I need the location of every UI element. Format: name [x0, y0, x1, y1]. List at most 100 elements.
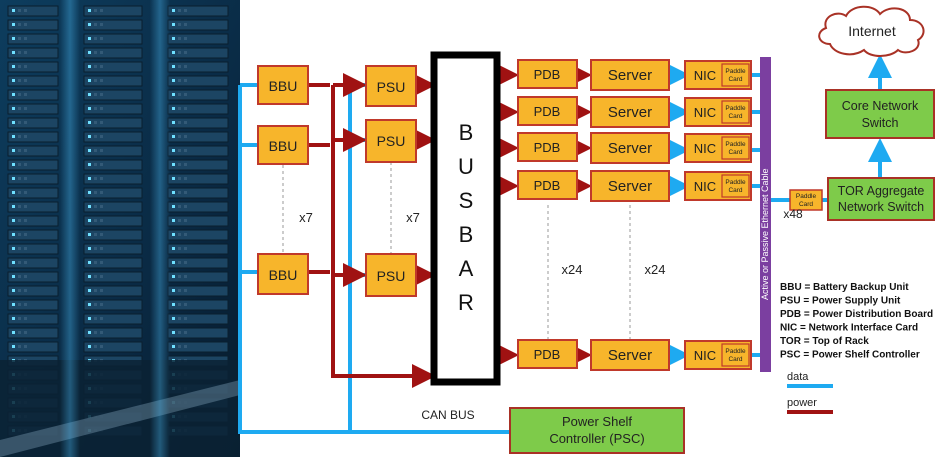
rack-led [184, 79, 187, 82]
rack-led [24, 79, 27, 82]
rack-led [184, 135, 187, 138]
rack-led [100, 289, 103, 292]
rack-led [24, 247, 27, 250]
pdb-label: PDB [534, 67, 561, 82]
rack-led [172, 37, 175, 40]
paddle-card-line2: Card [728, 356, 742, 363]
rack-led [100, 331, 103, 334]
rack-led [172, 275, 175, 278]
bbu-box: BBU [257, 65, 309, 105]
rack-unit [7, 201, 59, 213]
rack-led [100, 275, 103, 278]
rack-unit [83, 187, 143, 199]
rack-led [94, 247, 97, 250]
rack-led [172, 191, 175, 194]
rack-led [12, 177, 15, 180]
psu-box: PSU [365, 119, 417, 163]
rack-unit [7, 61, 59, 73]
rack-unit [83, 299, 143, 311]
ethernet-cable-bar: Active or Passive Ethernet Cable [760, 57, 771, 372]
rack-led [100, 345, 103, 348]
tor-switch-line2: Network Switch [838, 200, 924, 214]
rack-led [100, 9, 103, 12]
legend-definition: PSU = Power Supply Unit [780, 296, 901, 307]
rack-led [24, 219, 27, 222]
rack-led [100, 149, 103, 152]
rack-led [18, 317, 21, 320]
rack-led [172, 317, 175, 320]
rack-led [94, 303, 97, 306]
rack-led [178, 233, 181, 236]
rack-unit [7, 75, 59, 87]
rack-led [178, 163, 181, 166]
server-box: Server [590, 132, 670, 164]
rack-unit [7, 341, 59, 353]
rack-unit [83, 5, 143, 17]
core-switch: Core Network Switch [825, 89, 935, 139]
rack-unit [7, 285, 59, 297]
rack-led [178, 205, 181, 208]
rack-led [184, 205, 187, 208]
rack-led [178, 93, 181, 96]
busbar-letter: B [459, 222, 474, 247]
bbu-label: BBU [269, 267, 298, 283]
nic-label: NIC [694, 179, 716, 194]
rack-led [12, 191, 15, 194]
rack-led [18, 205, 21, 208]
rack-led [12, 261, 15, 264]
rack-led [100, 191, 103, 194]
rack-led [24, 205, 27, 208]
rack-led [172, 177, 175, 180]
rack-led [172, 79, 175, 82]
server-label: Server [608, 67, 652, 84]
legend-power-label: power [787, 397, 817, 409]
rack-led [88, 275, 91, 278]
rack-led [184, 37, 187, 40]
rack-led [24, 317, 27, 320]
paddle-card-line2: Card [799, 201, 813, 208]
paddle-card-line2: Card [728, 113, 742, 120]
rack-led [172, 135, 175, 138]
rack-led [172, 93, 175, 96]
rack-led [18, 135, 21, 138]
rack-led [100, 205, 103, 208]
rack-led [24, 331, 27, 334]
rack-led [12, 9, 15, 12]
pdb-box: PDB [517, 170, 578, 200]
server-box: Server [590, 96, 670, 128]
rack-unit [83, 117, 143, 129]
psc-line1: Power Shelf [562, 414, 632, 429]
rack-led [88, 51, 91, 54]
rack-led [12, 163, 15, 166]
rack-led [18, 79, 21, 82]
busbar-letter: U [458, 154, 474, 179]
rack-led [100, 79, 103, 82]
tor-switch: TOR Aggregate Network Switch [827, 177, 935, 221]
rack-led [18, 233, 21, 236]
rack-led [172, 289, 175, 292]
rack-led [100, 65, 103, 68]
rack-unit [83, 215, 143, 227]
rack-led [184, 219, 187, 222]
rack-led [24, 93, 27, 96]
tor-paddle-card: Paddle Card [789, 189, 823, 211]
pdb-label: PDB [534, 178, 561, 193]
pdb-box: PDB [517, 96, 578, 126]
rack-led [172, 345, 175, 348]
nic-label: NIC [694, 348, 716, 363]
rack-led [178, 121, 181, 124]
rack-led [18, 177, 21, 180]
rack-led [178, 107, 181, 110]
rack-led [88, 345, 91, 348]
rack-led [172, 107, 175, 110]
bbu-label: BBU [269, 138, 298, 154]
rack-led [18, 275, 21, 278]
